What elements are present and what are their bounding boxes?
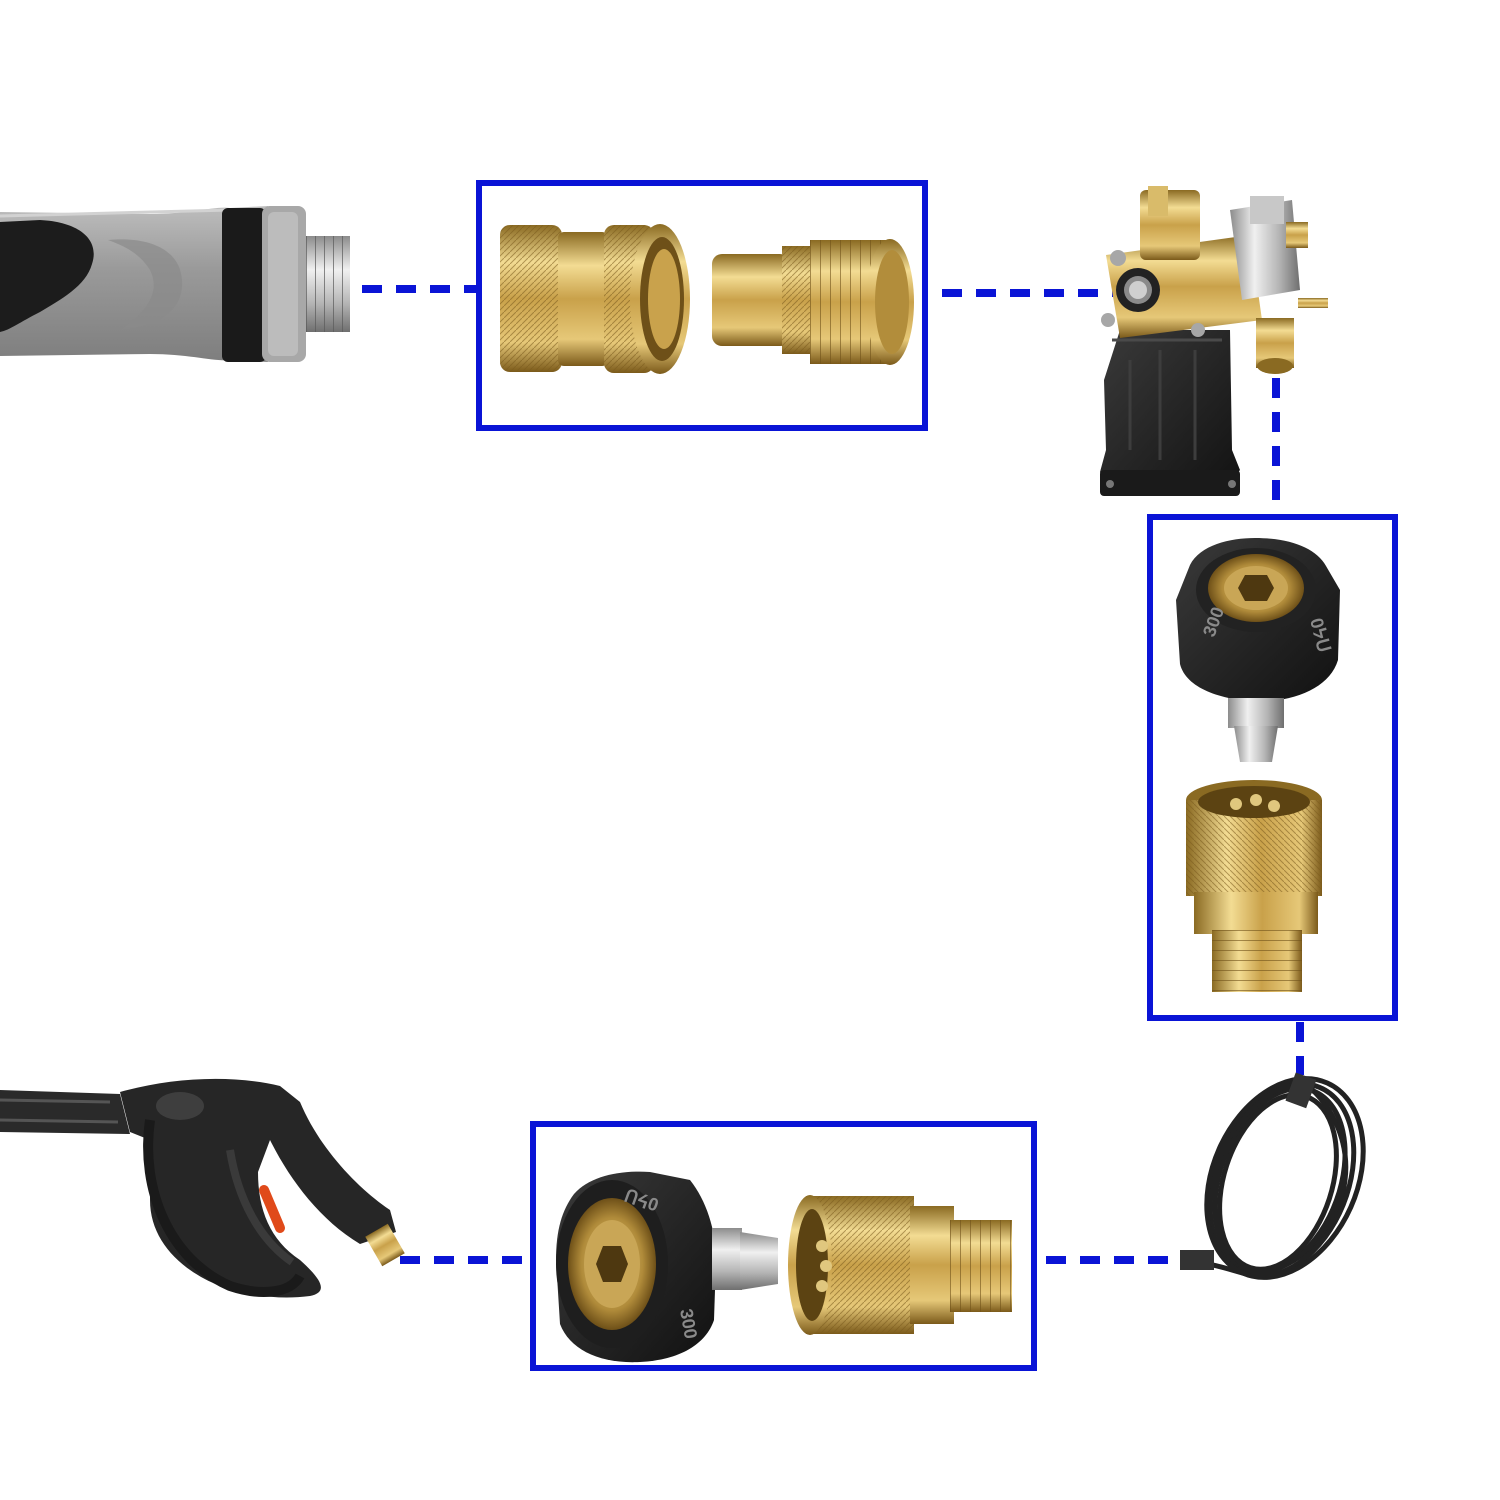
frame-top <box>476 180 928 431</box>
brass-coupler-right <box>1186 780 1322 992</box>
m22-nut-bottom: 0ᔭᑌ 300 <box>556 1171 778 1363</box>
m22-adapter-icon: 300 0ᔭᑌ <box>1176 538 1340 992</box>
hose-coil-icon <box>1180 1072 1366 1280</box>
male-plug-top <box>712 239 914 365</box>
female-coupler-top <box>500 224 690 374</box>
hose-handle-icon <box>0 206 350 362</box>
brass-coupler-bottom <box>788 1195 1012 1335</box>
pump-icon <box>1100 186 1328 496</box>
connector-lines <box>362 285 1304 1264</box>
m22-nut-right: 300 0ᔭᑌ <box>1176 538 1340 762</box>
brass-quick-connect-icon <box>500 224 914 374</box>
frame-bottom <box>530 1121 1037 1371</box>
frame-right <box>1147 514 1398 1021</box>
spray-gun-icon <box>0 1078 405 1298</box>
m22-adapter-icon-bottom: 0ᔭᑌ 300 <box>556 1171 1012 1363</box>
